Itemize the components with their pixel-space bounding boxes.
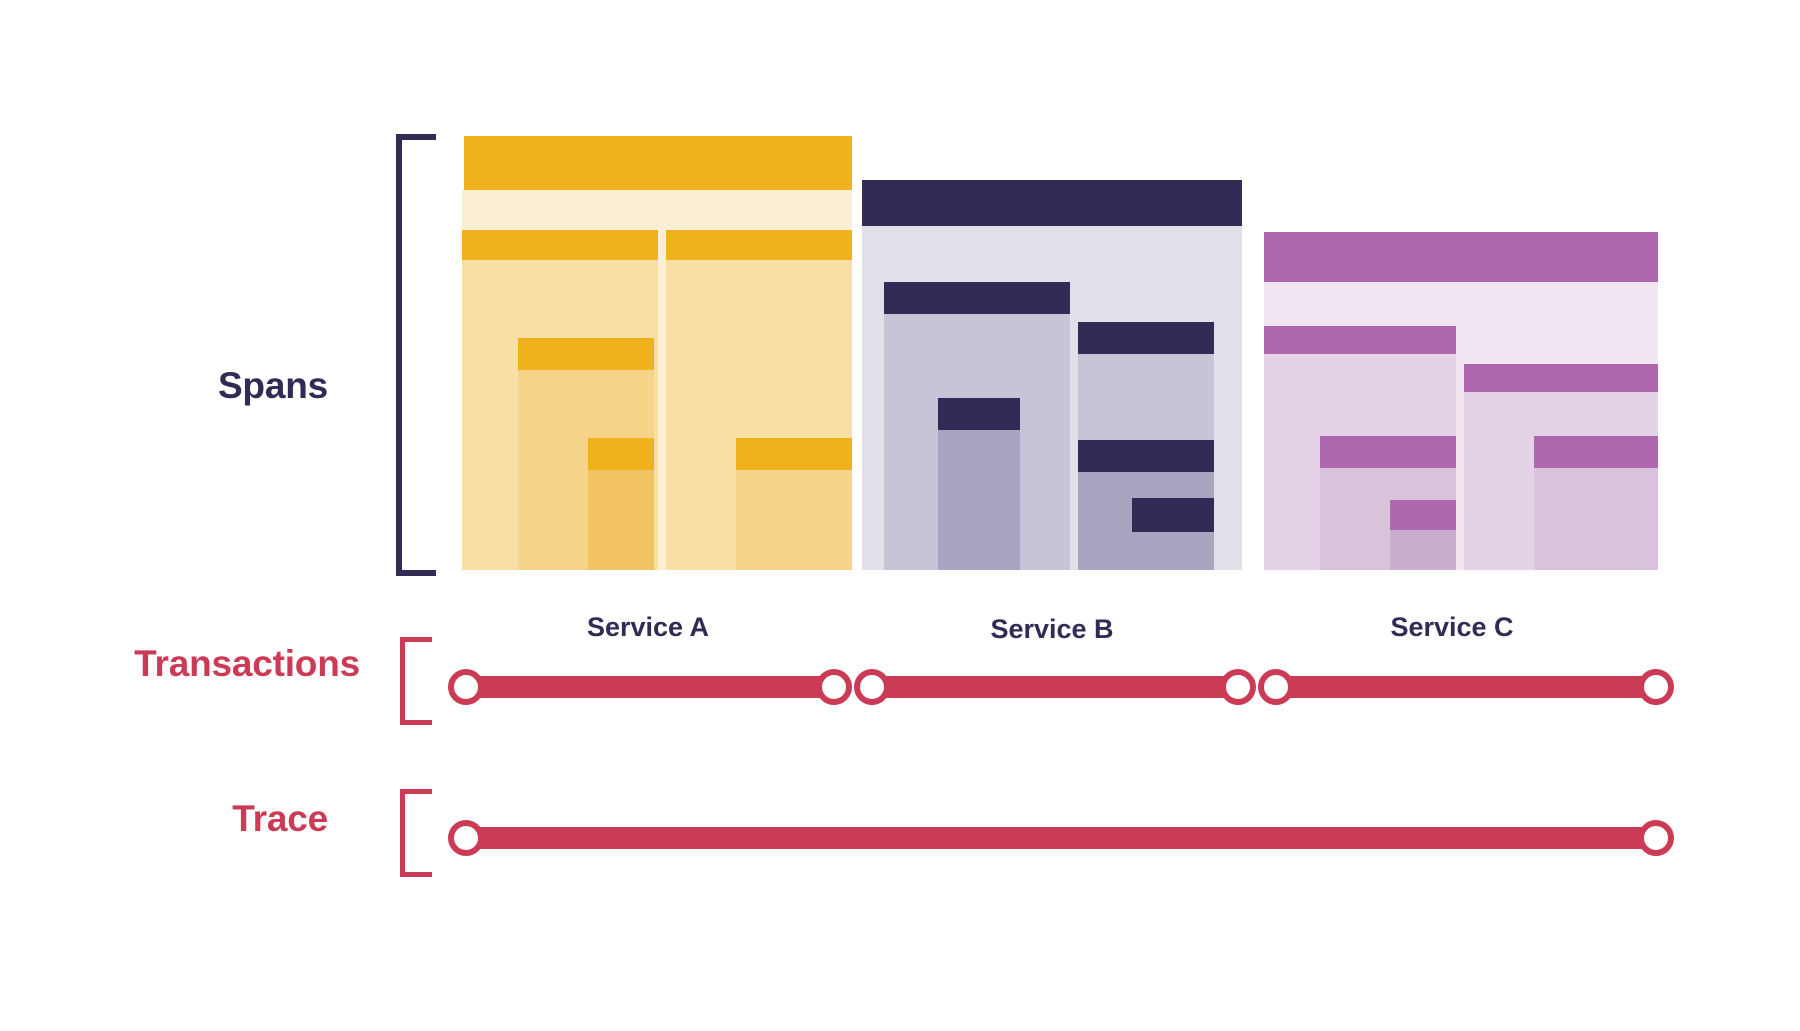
trace-bracket	[400, 789, 432, 877]
transaction-bar-3[interactable]	[1276, 676, 1656, 698]
span-bar-head	[1078, 440, 1214, 472]
span-bar-head	[1320, 436, 1456, 468]
span-bar-head	[464, 136, 852, 178]
transaction-bar-1[interactable]	[466, 676, 834, 698]
transaction-node-1[interactable]	[448, 669, 484, 705]
transaction-bar-2[interactable]	[872, 676, 1238, 698]
span-bar-head	[588, 438, 654, 470]
span-bar-head	[884, 282, 1070, 314]
service-caption-2: Service B	[990, 614, 1114, 644]
span-bar-head	[1464, 364, 1658, 392]
span-bar-head	[1132, 498, 1214, 532]
span-bar-head	[1534, 436, 1658, 468]
span-bar-head	[1390, 500, 1456, 530]
span-bar-head	[1078, 322, 1214, 354]
span-bar-head	[862, 180, 1242, 226]
row-label-transactions: Transactions	[134, 643, 360, 684]
service-caption-1: Service A	[586, 612, 710, 642]
spans-bracket	[396, 134, 436, 576]
transaction-node-6[interactable]	[1638, 669, 1674, 705]
span-bar-head	[518, 338, 654, 370]
span-bar-head	[1264, 326, 1456, 354]
span-bar-head	[666, 230, 852, 260]
span-bar-head	[938, 398, 1020, 430]
transaction-node-3[interactable]	[854, 669, 890, 705]
transaction-node-5[interactable]	[1258, 669, 1294, 705]
transaction-node-4[interactable]	[1220, 669, 1256, 705]
span-bar-head	[1264, 232, 1658, 282]
transactions-bracket	[400, 637, 432, 725]
row-label-trace: Trace	[232, 798, 328, 839]
span-bar-head	[736, 438, 852, 470]
service-caption-3: Service C	[1390, 612, 1514, 642]
trace-node-1[interactable]	[448, 820, 484, 856]
span-bar-head	[462, 230, 658, 260]
trace-bar[interactable]	[466, 827, 1656, 849]
transaction-node-2[interactable]	[816, 669, 852, 705]
row-label-spans: Spans	[217, 365, 328, 406]
trace-node-2[interactable]	[1638, 820, 1674, 856]
